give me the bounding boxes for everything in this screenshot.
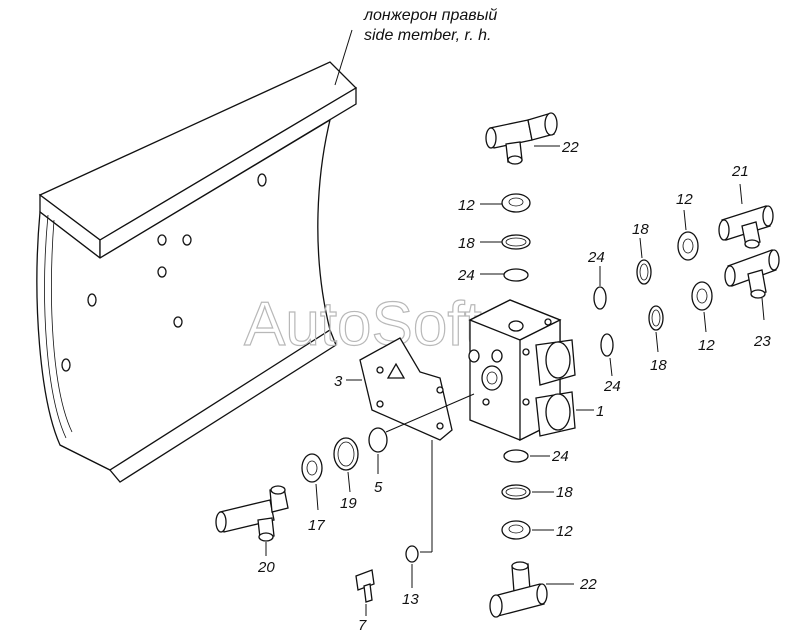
seal-18-lower — [501, 484, 554, 500]
oring-24-upper — [480, 268, 529, 282]
callout-7: 7 — [358, 617, 367, 634]
callout-17: 17 — [308, 517, 325, 534]
callout-18-right-upper: 18 — [632, 221, 649, 238]
valve-assembly-1 — [468, 299, 594, 442]
callout-3: 3 — [334, 373, 343, 390]
callout-5: 5 — [374, 479, 383, 496]
tee-fitting-21 — [718, 183, 774, 249]
bolt-7 — [355, 569, 375, 616]
callout-1: 1 — [596, 403, 604, 420]
tee-fitting-20 — [215, 485, 289, 556]
oring-24-right-upper — [593, 266, 607, 310]
nut-12-lower — [501, 520, 554, 540]
rail-hole — [173, 316, 183, 328]
side-member-label-en: side member, r. h. — [364, 27, 491, 44]
callout-12-right-upper: 12 — [676, 191, 693, 208]
callout-12-lower: 12 — [556, 523, 573, 540]
callout-24-upper: 24 — [457, 267, 475, 284]
washer-13 — [405, 440, 433, 588]
side-member-rail — [36, 29, 358, 483]
rail-hole — [157, 234, 167, 246]
callout-20: 20 — [257, 559, 275, 576]
callout-21: 21 — [731, 163, 749, 180]
callout-24-lower: 24 — [551, 448, 569, 465]
tee-fitting-22-bottom — [489, 561, 574, 618]
side-member-label-ru: лонжерон правый — [363, 7, 497, 24]
callout-24-right-upper: 24 — [587, 249, 605, 266]
nut-12-upper — [480, 193, 531, 213]
bracket-3 — [346, 337, 453, 441]
nut-12-right-lower — [691, 281, 713, 333]
callout-18-lower: 18 — [556, 484, 573, 501]
nut-12-right-upper — [677, 209, 699, 261]
rail-hole — [182, 234, 192, 246]
callout-18-upper: 18 — [458, 235, 475, 252]
seal-18-upper — [480, 234, 531, 250]
callout-12-right-lower: 12 — [698, 337, 715, 354]
callout-19: 19 — [340, 495, 357, 512]
callout-22-top: 22 — [561, 139, 579, 156]
callout-13: 13 — [402, 591, 419, 608]
rail-hole — [157, 266, 167, 278]
callout-18-right-lower: 18 — [650, 357, 667, 374]
seal-19 — [333, 437, 359, 493]
rail-hole — [257, 173, 267, 187]
tee-fitting-22-top — [485, 112, 560, 165]
nut-17 — [301, 453, 323, 511]
callout-24-right-lower: 24 — [603, 378, 621, 395]
seal-18-right-lower — [648, 305, 664, 353]
rail-hole — [61, 358, 71, 372]
rail-hole — [87, 293, 97, 307]
seal-18-right-upper — [636, 237, 652, 285]
oring-24-lower — [503, 449, 550, 463]
tee-fitting-23 — [724, 249, 780, 321]
callout-22-bottom: 22 — [579, 576, 597, 593]
autosoft-watermark: AutoSoft — [244, 290, 482, 359]
callout-23: 23 — [753, 333, 771, 350]
leader-line — [334, 29, 353, 86]
callout-12-upper: 12 — [458, 197, 475, 214]
oring-24-right-lower — [600, 333, 614, 377]
oring-5 — [368, 393, 475, 474]
